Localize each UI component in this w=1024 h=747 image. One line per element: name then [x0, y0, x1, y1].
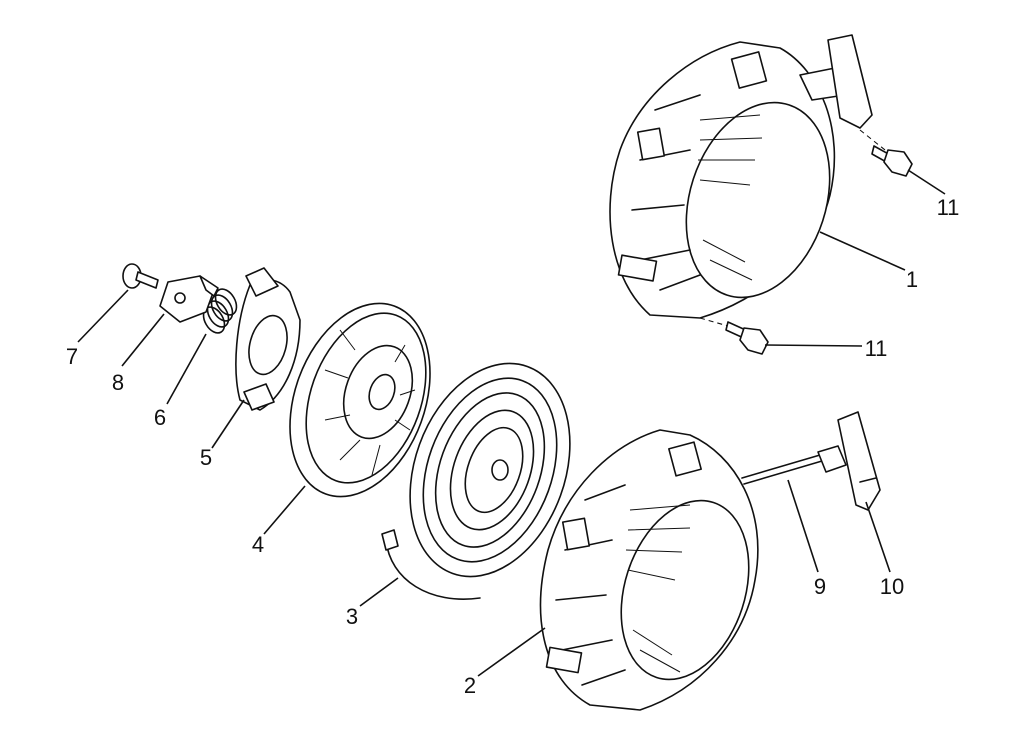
ratchet-guide: [235, 267, 301, 411]
recoil-spring: [381, 362, 571, 600]
callout-5: 5: [200, 445, 212, 470]
callout-8: 8: [112, 370, 124, 395]
starter-rope: [741, 454, 823, 485]
callout-10: 10: [880, 574, 904, 599]
callout-1: 1: [906, 267, 918, 292]
flange-bolt-upper: [871, 145, 913, 177]
callout-6: 6: [154, 405, 166, 430]
ratchet: [159, 275, 219, 323]
starter-housing-lower: [539, 429, 759, 711]
callout-7: 7: [66, 344, 78, 369]
leader-lines: [77, 169, 946, 677]
rope-reel: [289, 302, 431, 498]
starter-grip: [817, 411, 881, 511]
callout-11b: 11: [865, 336, 888, 361]
callout-11a: 11: [937, 195, 960, 220]
screw: [122, 263, 159, 289]
callout-4: 4: [252, 532, 264, 557]
callout-3: 3: [346, 604, 358, 629]
starter-housing-upper: [609, 34, 886, 329]
flange-bolt-lower: [725, 321, 769, 355]
callout-2: 2: [464, 673, 476, 698]
callout-9: 9: [814, 574, 826, 599]
